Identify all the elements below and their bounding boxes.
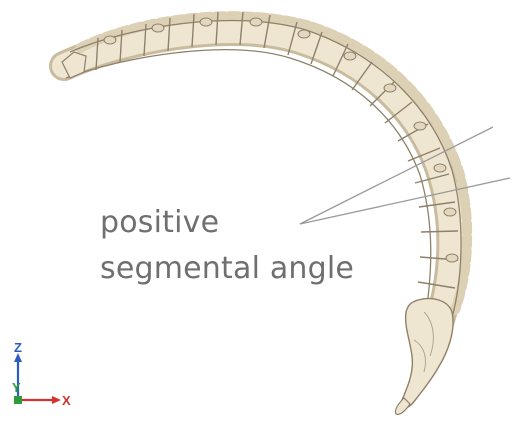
x-axis-arrow [52,396,61,404]
annotation-line-1: positive [100,200,354,246]
sacrum [402,299,453,408]
y-axis-origin [14,396,22,404]
coordinate-triad: Z Y X [12,340,71,408]
z-axis-label: Z [14,340,22,355]
angle-annotation-label: positive segmental angle [100,200,354,292]
x-axis-label: X [62,393,71,408]
y-axis-label: Y [12,380,21,395]
annotation-line-2: segmental angle [100,246,354,292]
